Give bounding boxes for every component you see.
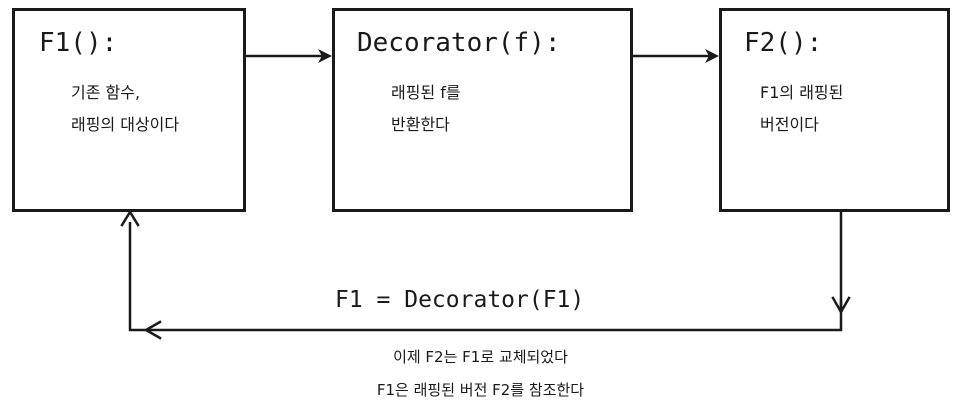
box-f1-desc-line-1: 기존 함수, [71,83,141,102]
box-f2: F2(): F1의 래핑된 버전이다 [719,8,950,212]
arrowhead-up [120,209,140,227]
box-decorator-title: Decorator(f): [357,28,561,58]
loop-assignment-label: F1 = Decorator(F1) [335,287,585,313]
box-f2-desc-line-2: 버전이다 [760,115,819,134]
box-decorator: Decorator(f): 래핑된 f를 반환한다 [332,8,633,212]
box-f2-description: F1의 래핑된 버전이다 [760,77,843,141]
note-line-2: F1은 래핑된 버전 F2를 참조한다 [376,381,585,399]
arrowhead-right-1 [318,49,332,63]
box-f1-description: 기존 함수, 래핑의 대상이다 [71,77,179,141]
box-decorator-desc-line-2: 반환한다 [391,115,450,134]
arrowhead-down [831,296,851,315]
arrowhead-right-2 [705,49,719,63]
box-f1-desc-line-2: 래핑의 대상이다 [71,115,180,134]
box-decorator-desc-line-1: 래핑된 f를 [391,83,461,102]
box-f2-title: F2(): [744,28,823,58]
box-f1-title: F1(): [39,28,118,58]
arrowhead-left [143,320,162,340]
feedback-loop-line [128,212,843,332]
note-line-1: 이제 F2는 F1로 교체되었다 [393,348,568,366]
box-decorator-description: 래핑된 f를 반환한다 [391,77,461,141]
box-f2-desc-line-1: F1의 래핑된 [760,83,844,102]
box-f1: F1(): 기존 함수, 래핑의 대상이다 [12,8,246,212]
